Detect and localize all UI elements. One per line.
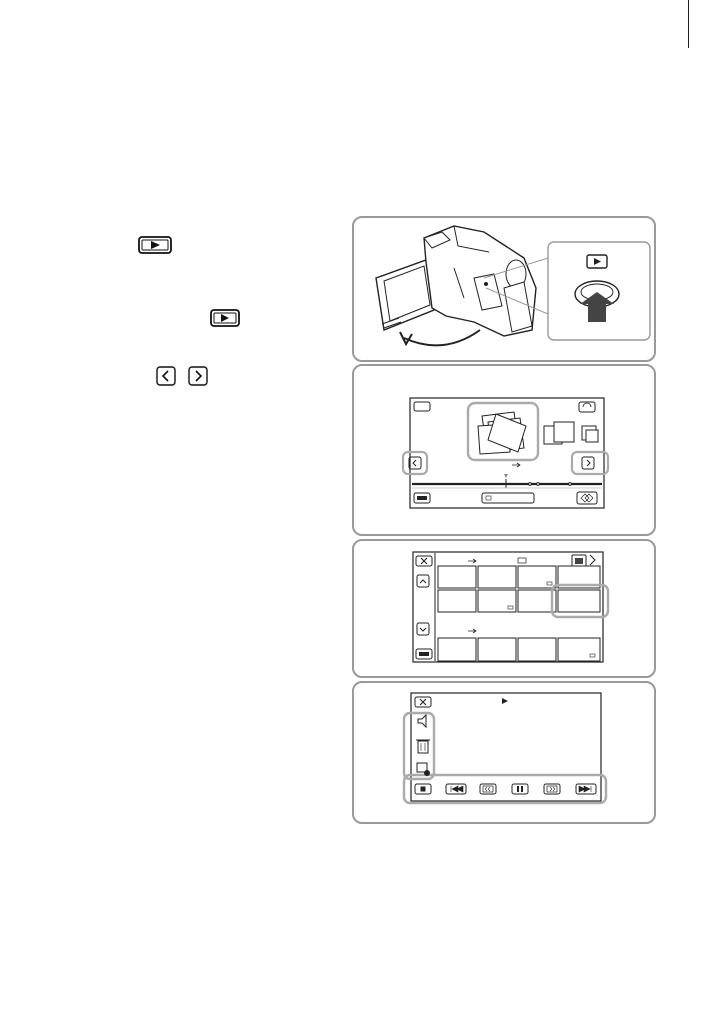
camcorder-panel (352, 216, 656, 362)
thumbnail-panel (352, 539, 656, 678)
play-button-icon (210, 309, 240, 327)
camcorder-illustration (354, 218, 654, 360)
playback-panel (352, 681, 656, 824)
margin-rule (688, 0, 689, 48)
chevron-left-icon (156, 366, 176, 386)
chevron-right-icon (188, 366, 208, 386)
playback-screen (354, 683, 654, 822)
event-view-screen (354, 366, 654, 534)
event-view-panel (352, 364, 656, 536)
thumbnail-screen (354, 541, 654, 676)
play-button-icon (138, 236, 172, 254)
